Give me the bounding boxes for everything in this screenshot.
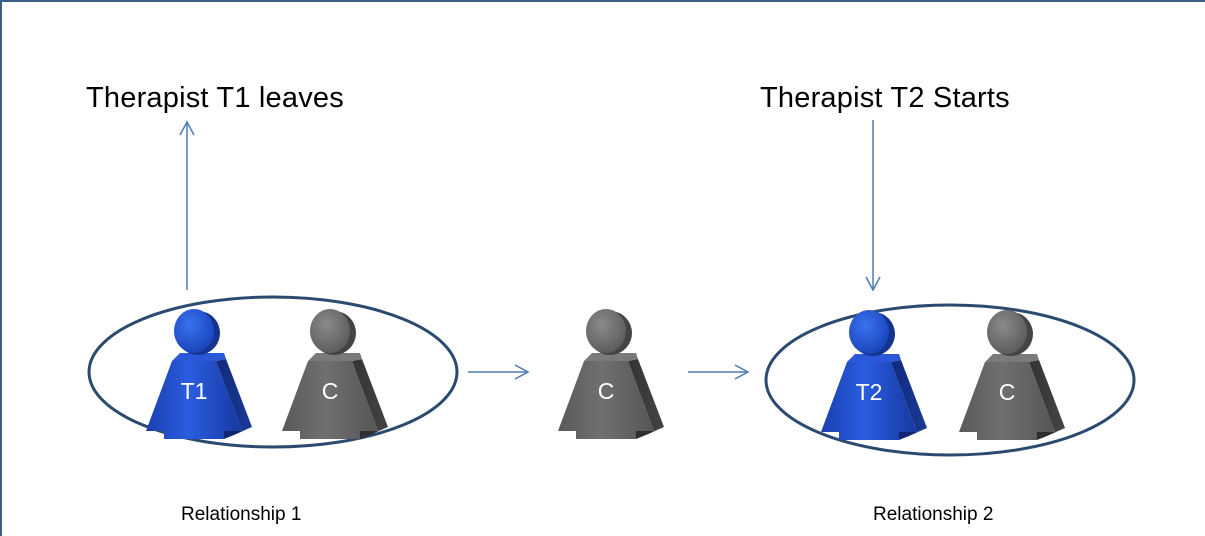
relationship-2-ellipse — [764, 303, 1136, 457]
client-text-middle: C — [598, 378, 615, 404]
therapist-t2-text: T2 — [856, 379, 883, 405]
therapist-t2-figure: T2 — [821, 310, 927, 440]
client-text-relationship-1: C — [322, 378, 339, 404]
relationship-1-ellipse — [87, 295, 459, 449]
therapist-t1-leaves-label: Therapist T1 leaves — [86, 82, 344, 114]
relationship-1-label: Relationship 1 — [181, 504, 302, 525]
client-figure-relationship-1: C — [282, 309, 388, 439]
client-text-relationship-2: C — [999, 379, 1016, 405]
therapist-t2-starts-label: Therapist T2 Starts — [760, 82, 1010, 114]
therapist-t1-text: T1 — [181, 378, 208, 404]
therapist-t1-figure: T1 — [146, 309, 252, 439]
relationship-2-label: Relationship 2 — [873, 504, 994, 525]
client-figure-middle: C — [558, 309, 664, 439]
client-figure-relationship-2: C — [959, 310, 1065, 440]
